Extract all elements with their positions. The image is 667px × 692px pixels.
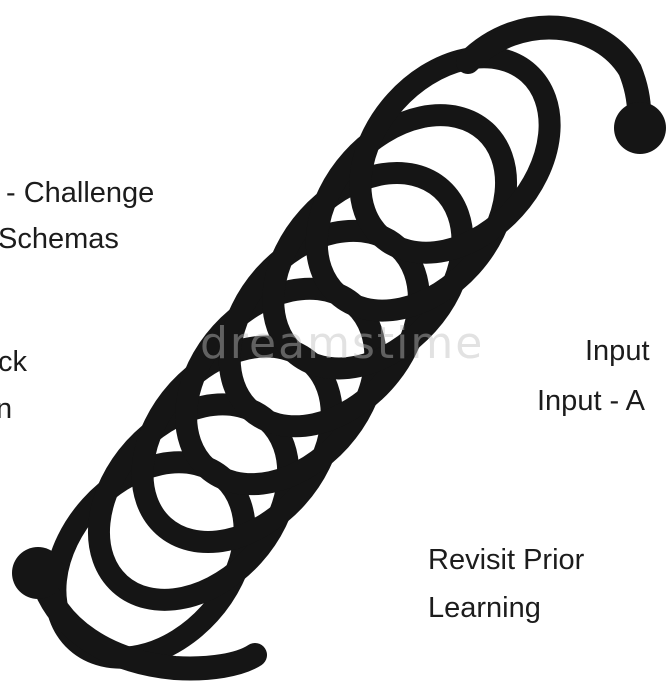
coil-loop [349, 46, 561, 264]
spring-bottom-end-knob [12, 547, 64, 599]
watermark-text: dreamstime [200, 318, 485, 369]
spring-top-end-knob [614, 102, 666, 154]
label-input: Input [585, 335, 650, 367]
label-ck: ck [0, 346, 27, 378]
label-input-a: Input - A [537, 385, 646, 417]
spring-bottom-tail [28, 560, 267, 681]
label-n: n [0, 393, 13, 425]
label-learning: Learning [428, 592, 541, 624]
spring-loops [44, 46, 561, 669]
label-challenge: - Challenge [6, 177, 155, 209]
coil-loop [305, 104, 518, 322]
label-schemas: Schemas [0, 223, 119, 255]
coil-loop [262, 162, 474, 380]
label-revisit-prior: Revisit Prior [428, 544, 585, 576]
